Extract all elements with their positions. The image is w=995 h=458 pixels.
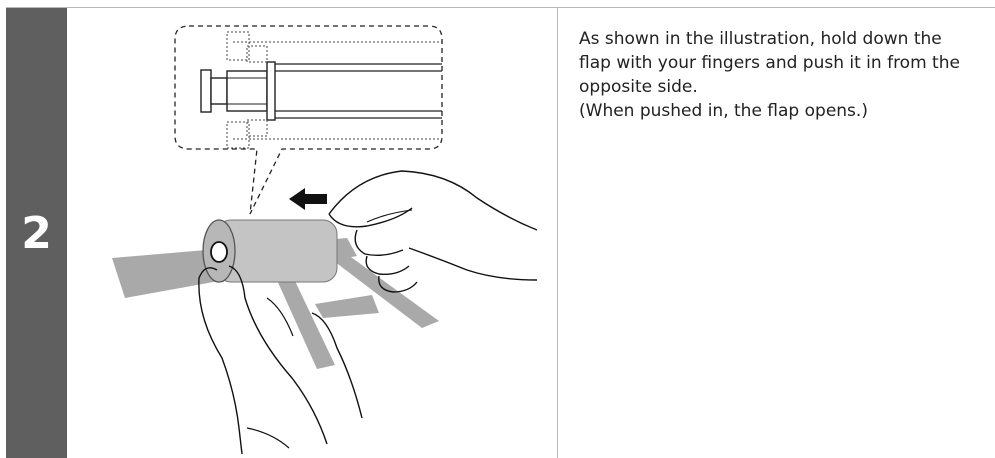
column-divider bbox=[557, 8, 558, 458]
step-illustration bbox=[67, 8, 555, 458]
roll-holder-icon bbox=[112, 220, 439, 369]
step-instructions: As shown in the illustration, hold down … bbox=[579, 27, 979, 123]
zoom-callout-icon bbox=[175, 26, 442, 214]
step-number-bar: 2 bbox=[6, 8, 67, 458]
instruction-text: As shown in the illustration, hold down … bbox=[579, 27, 979, 99]
step-row: 2 bbox=[6, 7, 995, 458]
left-hand-icon bbox=[199, 266, 362, 454]
push-direction-arrow-icon bbox=[289, 188, 327, 210]
instruction-note: (When pushed in, the flap opens.) bbox=[579, 99, 979, 123]
step-number: 2 bbox=[6, 204, 67, 264]
